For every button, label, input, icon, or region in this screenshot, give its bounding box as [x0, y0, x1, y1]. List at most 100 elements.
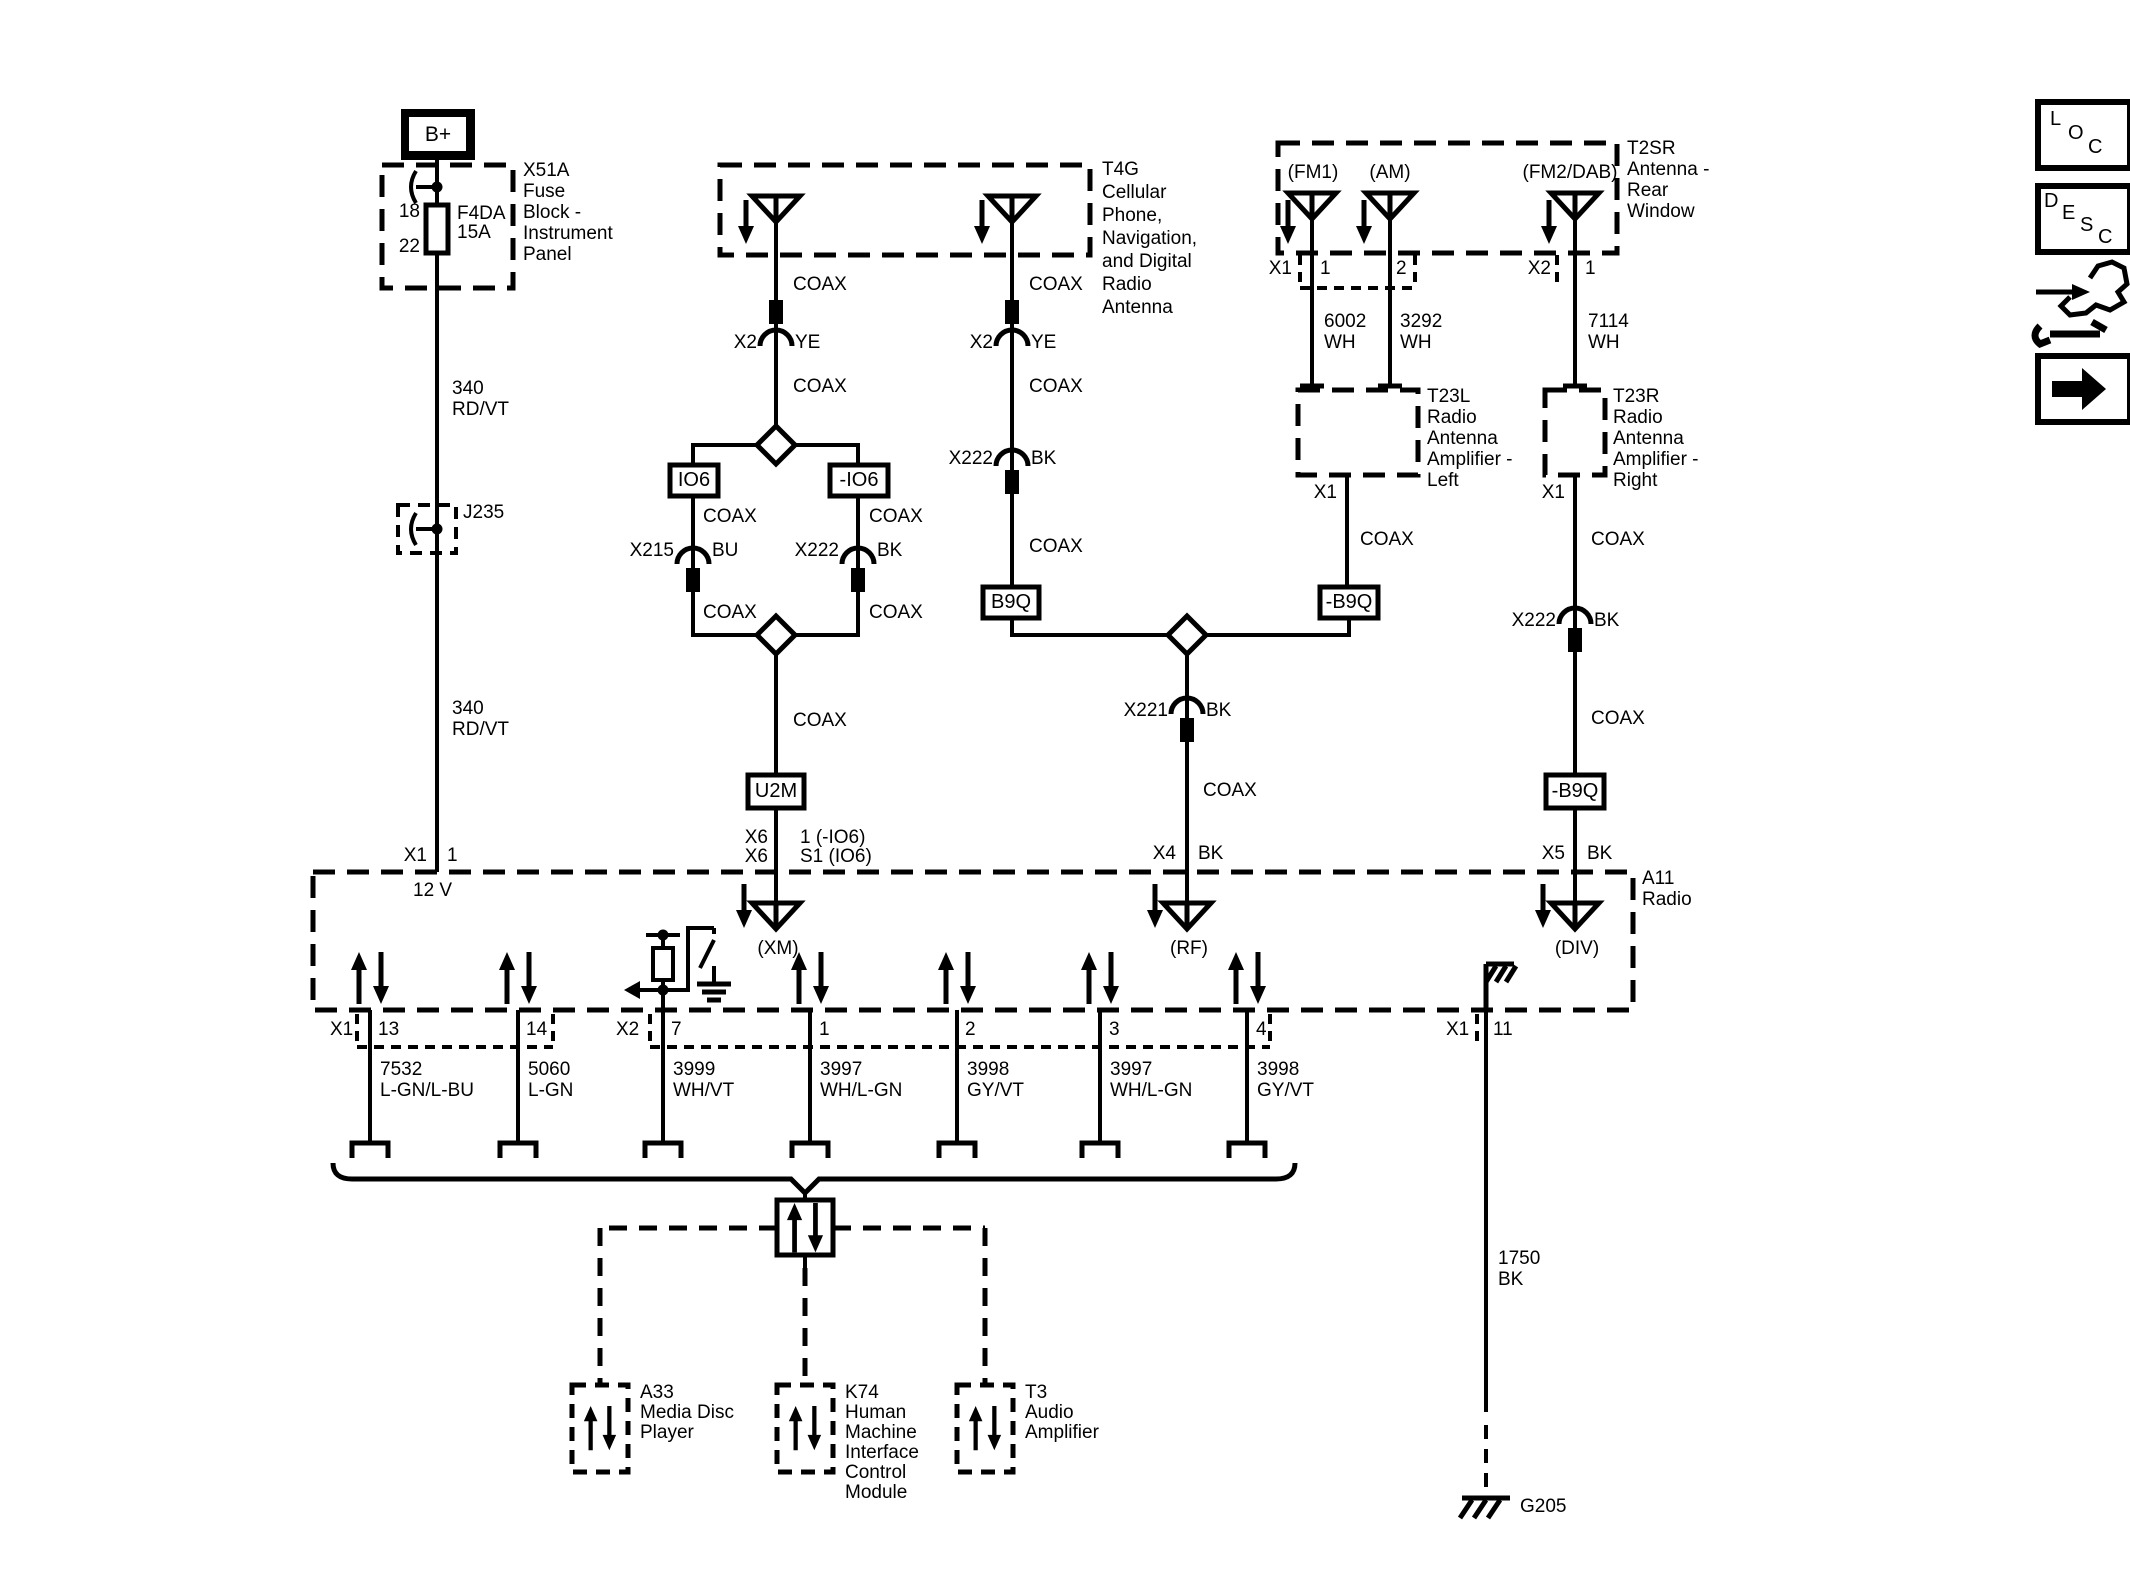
antenna-icon: [1551, 193, 1599, 219]
wire-340-label: 340 RD/VT: [452, 378, 509, 420]
wire-1750: 1750 BK: [1498, 1248, 1541, 1290]
antenna-icon: [1551, 903, 1599, 929]
fuse-block-box: [379, 162, 516, 291]
wire-3998: 3998 GY/VT: [967, 1059, 1025, 1101]
antenna-icon: [988, 196, 1036, 222]
component-boxes: [310, 140, 1636, 1013]
radio-pin-2: 2: [965, 1019, 976, 1040]
t3-box: [954, 1382, 1016, 1475]
radio-pin-7: 7: [671, 1019, 682, 1040]
wire-color-bk: BK: [1198, 843, 1224, 864]
coax-label: COAX: [793, 376, 847, 397]
b9q-code: B9Q: [990, 591, 1032, 613]
antenna-power-circuit: [624, 926, 731, 1010]
left-arrow-icon: [624, 981, 640, 999]
coax-label: COAX: [1029, 536, 1083, 557]
t2sr-box: [1275, 140, 1620, 256]
a11-radio-box: [310, 869, 1636, 1013]
loc-letter: C: [2088, 136, 2103, 158]
antenna-icon: [752, 196, 800, 222]
coax-label: COAX: [1029, 274, 1083, 295]
b9q-box: [980, 584, 1042, 621]
io6-code: IO6: [677, 469, 711, 491]
wire-color-ye: YE: [1031, 332, 1057, 353]
fuse-pin-bottom: 22: [398, 236, 420, 257]
t3-label: T3 Audio Amplifier: [1025, 1382, 1099, 1443]
neg-b9q-code: -B9Q: [1325, 591, 1373, 613]
conn-x221: X221: [1123, 700, 1168, 721]
a33-box: [569, 1382, 631, 1475]
bplus-terminal: B+: [401, 109, 475, 160]
t2sr-pin-1: 1: [1320, 258, 1331, 279]
t23r-conn-x1: X1: [1541, 482, 1565, 503]
coax-label: COAX: [1591, 529, 1645, 550]
fm1-label: (FM1): [1287, 162, 1339, 183]
am-label: (AM): [1369, 162, 1411, 183]
t23l-conn-x1: X1: [1313, 482, 1337, 503]
module-link-lines: [597, 1225, 988, 1385]
coax-label: COAX: [869, 506, 923, 527]
coax-label: COAX: [1203, 780, 1257, 801]
t23r-label: T23R Radio Antenna Amplifier - Right: [1613, 386, 1699, 491]
harness-view-button[interactable]: [2031, 259, 2130, 349]
j235-splice-box: [396, 503, 458, 555]
radio-conn-x1: X1: [403, 845, 427, 866]
radio-pin-1: 1: [447, 845, 458, 866]
coax-label: COAX: [1591, 708, 1645, 729]
radio-bottom-x1-right: X1: [1446, 1019, 1470, 1040]
wire-3998: 3998 GY/VT: [1257, 1059, 1315, 1101]
fuse-rating: 15A: [457, 222, 491, 243]
wire-3997: 3997 WH/L-GN: [1110, 1059, 1193, 1101]
a33-label: A33 Media Disc Player: [640, 1382, 734, 1443]
resistor-icon: [651, 946, 675, 982]
neg-b9q-left-box: [1317, 584, 1381, 621]
loc-button[interactable]: [2035, 99, 2130, 171]
desc-letter: E: [2062, 202, 2076, 224]
conn-x6: X6: [744, 846, 768, 867]
conn-x222: X222: [794, 540, 839, 561]
wire-color-bk: BK: [1587, 843, 1613, 864]
u2m-pin-row1: 1 (-IO6): [800, 827, 866, 848]
wire-3292: 3292 WH: [1400, 311, 1443, 353]
neg-b9q-right-box: [1543, 772, 1607, 811]
wire-color-bu: BU: [712, 540, 739, 561]
coax-label: COAX: [703, 602, 757, 623]
t2sr-label: T2SR Antenna - Rear Window: [1627, 138, 1710, 222]
coax-label: COAX: [703, 506, 757, 527]
div-input-label: (DIV): [1554, 938, 1600, 959]
fuse-pin-top: 18: [398, 201, 420, 222]
j235-label: J235: [463, 502, 505, 523]
u2m-box: [745, 772, 807, 811]
conn-x4: X4: [1152, 843, 1176, 864]
module-boxes: [569, 1382, 1016, 1475]
t23l-box: [1295, 387, 1421, 478]
antenna-icon: [1288, 193, 1336, 219]
radio-pin-14: 14: [526, 1019, 548, 1040]
fuse-block-label: X51A Fuse Block - Instrument Panel: [523, 160, 613, 265]
g205-ground-icon: [1457, 1495, 1510, 1520]
conn-x222: X222: [1511, 610, 1556, 631]
k74-box: [774, 1382, 836, 1475]
radio-pin-13: 13: [378, 1019, 400, 1040]
next-arrow-icon: [2052, 368, 2106, 410]
antenna-icon: [1163, 903, 1211, 929]
loc-letter: L: [2050, 108, 2062, 130]
fm2dab-label: (FM2/DAB): [1522, 162, 1618, 183]
loc-letter: O: [2068, 122, 2084, 144]
conn-x6: X6: [744, 827, 768, 848]
coax-label: COAX: [1360, 529, 1414, 550]
wire-segments: [368, 155, 1577, 1412]
conn-x5: X5: [1541, 843, 1565, 864]
desc-button[interactable]: [2035, 183, 2130, 255]
radio-bottom-x2: X2: [616, 1019, 640, 1040]
neg-io6-box: [827, 462, 891, 499]
harness-brace: [330, 1162, 1298, 1197]
wire-color-bk: BK: [1206, 700, 1232, 721]
wire-color-bk: BK: [1031, 448, 1057, 469]
conn-x2: X2: [969, 332, 993, 353]
wire-7114: 7114 WH: [1588, 311, 1629, 353]
conn-x222: X222: [948, 448, 993, 469]
antenna-icon: [1366, 193, 1414, 219]
next-button[interactable]: [2035, 353, 2130, 425]
